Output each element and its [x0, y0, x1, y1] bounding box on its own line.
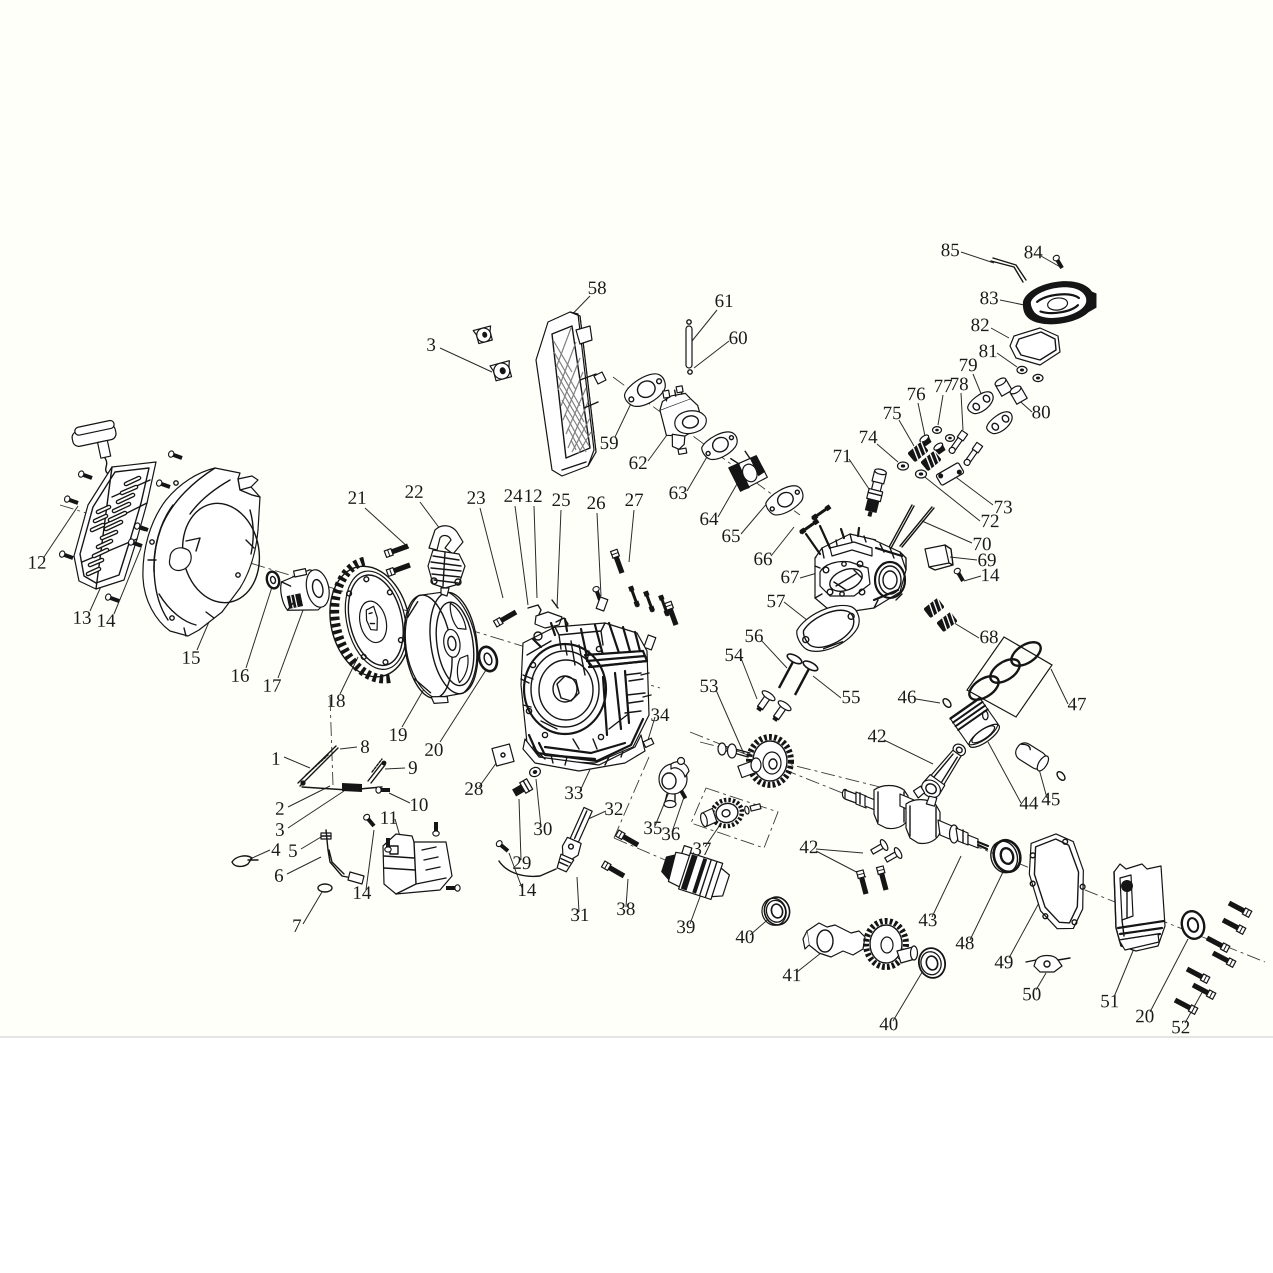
svg-text:47: 47	[1067, 694, 1086, 715]
svg-text:31: 31	[570, 905, 589, 926]
svg-text:36: 36	[661, 824, 680, 845]
svg-text:44: 44	[1019, 793, 1039, 814]
svg-text:42: 42	[799, 837, 818, 858]
svg-text:22: 22	[405, 482, 424, 503]
svg-text:25: 25	[552, 490, 571, 511]
svg-text:35: 35	[643, 818, 662, 839]
svg-text:28: 28	[464, 779, 483, 800]
svg-text:56: 56	[744, 626, 763, 647]
svg-text:3: 3	[275, 820, 285, 841]
svg-text:59: 59	[600, 433, 619, 454]
svg-text:7: 7	[292, 916, 302, 937]
svg-text:75: 75	[883, 403, 902, 424]
svg-text:34: 34	[650, 705, 670, 726]
svg-text:12: 12	[524, 486, 543, 507]
svg-text:39: 39	[676, 917, 695, 938]
svg-text:12: 12	[28, 553, 47, 574]
svg-text:82: 82	[971, 315, 990, 336]
svg-text:51: 51	[1100, 991, 1119, 1012]
svg-text:5: 5	[288, 841, 298, 862]
svg-text:70: 70	[973, 534, 992, 555]
svg-text:2: 2	[275, 799, 285, 820]
svg-text:14: 14	[352, 883, 372, 904]
svg-text:80: 80	[1032, 402, 1051, 423]
svg-text:1: 1	[271, 749, 281, 770]
svg-text:67: 67	[781, 567, 800, 588]
svg-text:84: 84	[1024, 242, 1044, 263]
svg-text:48: 48	[955, 933, 974, 954]
svg-text:66: 66	[754, 549, 773, 570]
svg-text:14: 14	[981, 565, 1001, 586]
svg-text:78: 78	[950, 374, 969, 395]
svg-text:49: 49	[994, 952, 1013, 973]
svg-text:81: 81	[979, 341, 998, 362]
svg-text:30: 30	[533, 819, 552, 840]
svg-text:8: 8	[360, 737, 370, 758]
svg-text:52: 52	[1171, 1017, 1190, 1038]
svg-text:61: 61	[715, 291, 734, 312]
svg-text:54: 54	[724, 645, 744, 666]
svg-text:46: 46	[897, 687, 916, 708]
svg-text:24: 24	[504, 486, 524, 507]
svg-text:69: 69	[978, 550, 997, 571]
svg-text:21: 21	[348, 488, 367, 509]
svg-text:40: 40	[735, 927, 754, 948]
svg-text:41: 41	[782, 965, 801, 986]
svg-text:65: 65	[722, 526, 741, 547]
svg-text:64: 64	[700, 509, 720, 530]
svg-text:14: 14	[97, 611, 117, 632]
svg-text:11: 11	[380, 808, 398, 829]
svg-text:20: 20	[1135, 1006, 1154, 1027]
svg-text:42: 42	[867, 726, 886, 747]
svg-text:73: 73	[994, 497, 1013, 518]
svg-text:23: 23	[467, 488, 486, 509]
svg-text:6: 6	[274, 866, 284, 887]
svg-text:27: 27	[625, 490, 644, 511]
svg-text:74: 74	[859, 427, 879, 448]
svg-text:57: 57	[767, 591, 786, 612]
svg-text:10: 10	[409, 795, 428, 816]
svg-text:77: 77	[934, 376, 953, 397]
svg-text:29: 29	[512, 853, 531, 874]
svg-text:72: 72	[981, 511, 1000, 532]
svg-text:68: 68	[979, 627, 998, 648]
svg-text:14: 14	[517, 880, 537, 901]
svg-text:71: 71	[833, 446, 852, 467]
svg-text:53: 53	[699, 676, 718, 697]
svg-text:62: 62	[629, 453, 648, 474]
svg-text:18: 18	[326, 691, 345, 712]
svg-text:3: 3	[426, 335, 436, 356]
svg-text:85: 85	[941, 240, 960, 261]
svg-text:45: 45	[1041, 789, 1060, 810]
svg-text:33: 33	[564, 783, 583, 804]
svg-text:43: 43	[918, 910, 937, 931]
svg-text:79: 79	[959, 355, 978, 376]
svg-text:17: 17	[262, 676, 281, 697]
svg-text:15: 15	[181, 648, 200, 669]
svg-text:60: 60	[729, 328, 748, 349]
svg-text:26: 26	[587, 493, 606, 514]
svg-text:55: 55	[841, 687, 860, 708]
svg-text:76: 76	[907, 384, 926, 405]
svg-text:16: 16	[230, 666, 249, 687]
svg-text:83: 83	[980, 288, 999, 309]
svg-text:4: 4	[271, 840, 281, 861]
svg-text:50: 50	[1022, 984, 1041, 1005]
svg-text:9: 9	[408, 758, 418, 779]
svg-text:63: 63	[669, 483, 688, 504]
svg-text:13: 13	[73, 608, 92, 629]
svg-text:58: 58	[588, 278, 607, 299]
svg-text:32: 32	[604, 799, 623, 820]
svg-text:19: 19	[388, 725, 407, 746]
svg-text:38: 38	[616, 899, 635, 920]
svg-text:20: 20	[424, 740, 443, 761]
